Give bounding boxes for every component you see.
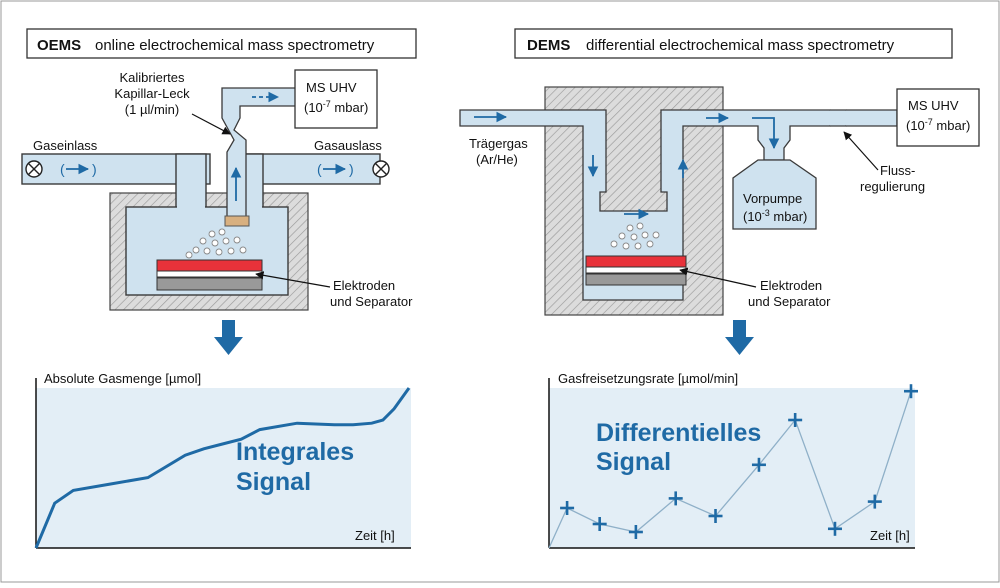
oems-signal-text-1: Integrales [236,438,354,466]
oems-title-bold: OEMS [37,37,81,54]
oems-gas-inlet-label: Gaseinlass [33,138,98,153]
oems-ms-box: MS UHV (10-7 mbar) [294,69,378,129]
oems-electrode-red [156,259,263,272]
dems-ms-exp: -7 [925,117,933,127]
dems-title-bold: DEMS [527,37,570,54]
oems-outlet-valve-icon [372,160,390,178]
oems-capillary-label-3: (1 µl/min) [125,102,179,117]
svg-text:(: ( [317,161,322,177]
oems-inlet-valve-icon [25,160,43,178]
dems-data-point [592,517,607,531]
dems-pump-pressure: (10 [743,209,762,224]
dems-data-point [867,494,882,509]
dems-chart-ylabel: Gasfreisetzungsrate [µmol/min] [558,371,738,386]
dems-pump-box: Vorpumpe (10-3 mbar) [732,159,817,230]
oems-gas-outlet-label: Gasauslass [314,138,382,153]
dems-cell [459,86,890,316]
dems-signal-text-2: Signal [596,448,671,476]
dems-chart-xlabel: Zeit [h] [870,528,910,543]
dems-pump-label: Vorpumpe [743,191,802,206]
svg-text:(10-7 mbar): (10-7 mbar) [304,99,368,115]
oems-outlet-flow-icon: ( ) [317,161,354,177]
oems-signal-text-2: Signal [236,468,311,496]
dems-flow-regulator [830,109,898,127]
oems-ms-pressure: (10 [304,100,323,115]
dems-data-point [827,521,842,536]
dems-electrode-grey [585,273,687,286]
dems-ms-label: MS UHV [908,98,959,113]
oems-chart-xlabel: Zeit [h] [355,528,395,543]
dems-electrode-red [585,255,687,268]
dems-data-point [708,509,723,523]
oems-electrode-label-2: und Separator [330,294,413,309]
svg-text:(: ( [60,161,65,177]
oems-title-box: OEMS online electrochemical mass spectro… [26,28,417,59]
dems-chart-bg [549,388,915,548]
dems-data-point [904,384,918,399]
dems-down-arrow-icon [725,320,754,355]
dems-data-point [668,491,683,506]
oems-chart-ylabel: Absolute Gasmenge [µmol] [44,371,201,386]
dems-carrier-gas-label-2: (Ar/He) [476,152,518,167]
dems-chart: Gasfreisetzungsrate [µmol/min] Zeit [h] … [548,371,918,549]
oems-electrode-label-1: Elektroden [333,278,395,293]
dems-bubbles [610,222,660,250]
dems-flow-label-2: regulierung [860,179,925,194]
dems-pump-flow-arrow [752,117,780,150]
oems-inlet-flow-icon: ( ) [60,161,97,177]
oems-electrode-grey [156,277,263,291]
dems-electrode-pointer [679,267,757,288]
oems-capillary-label-1: Kalibriertes [119,70,185,85]
oems-chart-bg [36,388,411,548]
dems-flow-label-1: Fluss- [880,163,915,178]
dems-electrode-label-1: Elektroden [760,278,822,293]
oems-ms-label: MS UHV [306,80,357,95]
dems-carrier-gas-label-1: Trägergas [469,136,528,151]
dems-series-points [560,384,918,539]
oems-chart: Absolute Gasmenge [µmol] Zeit [h] Integr… [34,371,411,549]
dems-electrode-label-2: und Separator [748,294,831,309]
oems-capillary-pointer [191,113,231,135]
oems-cell [21,153,381,311]
dems-ms-pressure: (10 [906,118,925,133]
dems-separator [585,266,687,274]
dems-title-box: DEMS differential electrochemical mass s… [514,28,953,59]
dems-ms-unit: mbar) [933,118,971,133]
oems-ms-exp: -7 [323,99,331,109]
dems-pump-unit: mbar) [770,209,808,224]
oems-capillary-label-2: Kapillar-Leck [114,86,190,101]
oems-bubbles [185,228,247,259]
oems-separator [156,270,263,278]
svg-text:): ) [349,161,354,177]
dems-title-text: differential electrochemical mass spectr… [586,37,895,54]
dems-signal-text-1: Differentielles [596,419,761,447]
oems-electrode-pointer [255,271,331,288]
dems-flow-pointer [843,131,879,171]
oems-title-text: online electrochemical mass spectrometry [95,37,375,54]
dems-data-point [751,457,766,472]
dems-data-point [628,525,643,539]
svg-text:): ) [92,161,97,177]
oems-series-line [34,387,411,549]
dems-data-point [560,501,575,515]
dems-data-point [788,413,803,427]
dems-ms-box: MS UHV (10-7 mbar) [896,88,980,147]
svg-text:(10-7 mbar): (10-7 mbar) [906,117,970,133]
oems-ms-unit: mbar) [331,100,369,115]
dems-pump-exp: -3 [762,208,770,218]
oems-down-arrow-icon [214,320,243,355]
svg-text:(10-3 mbar): (10-3 mbar) [743,208,807,224]
